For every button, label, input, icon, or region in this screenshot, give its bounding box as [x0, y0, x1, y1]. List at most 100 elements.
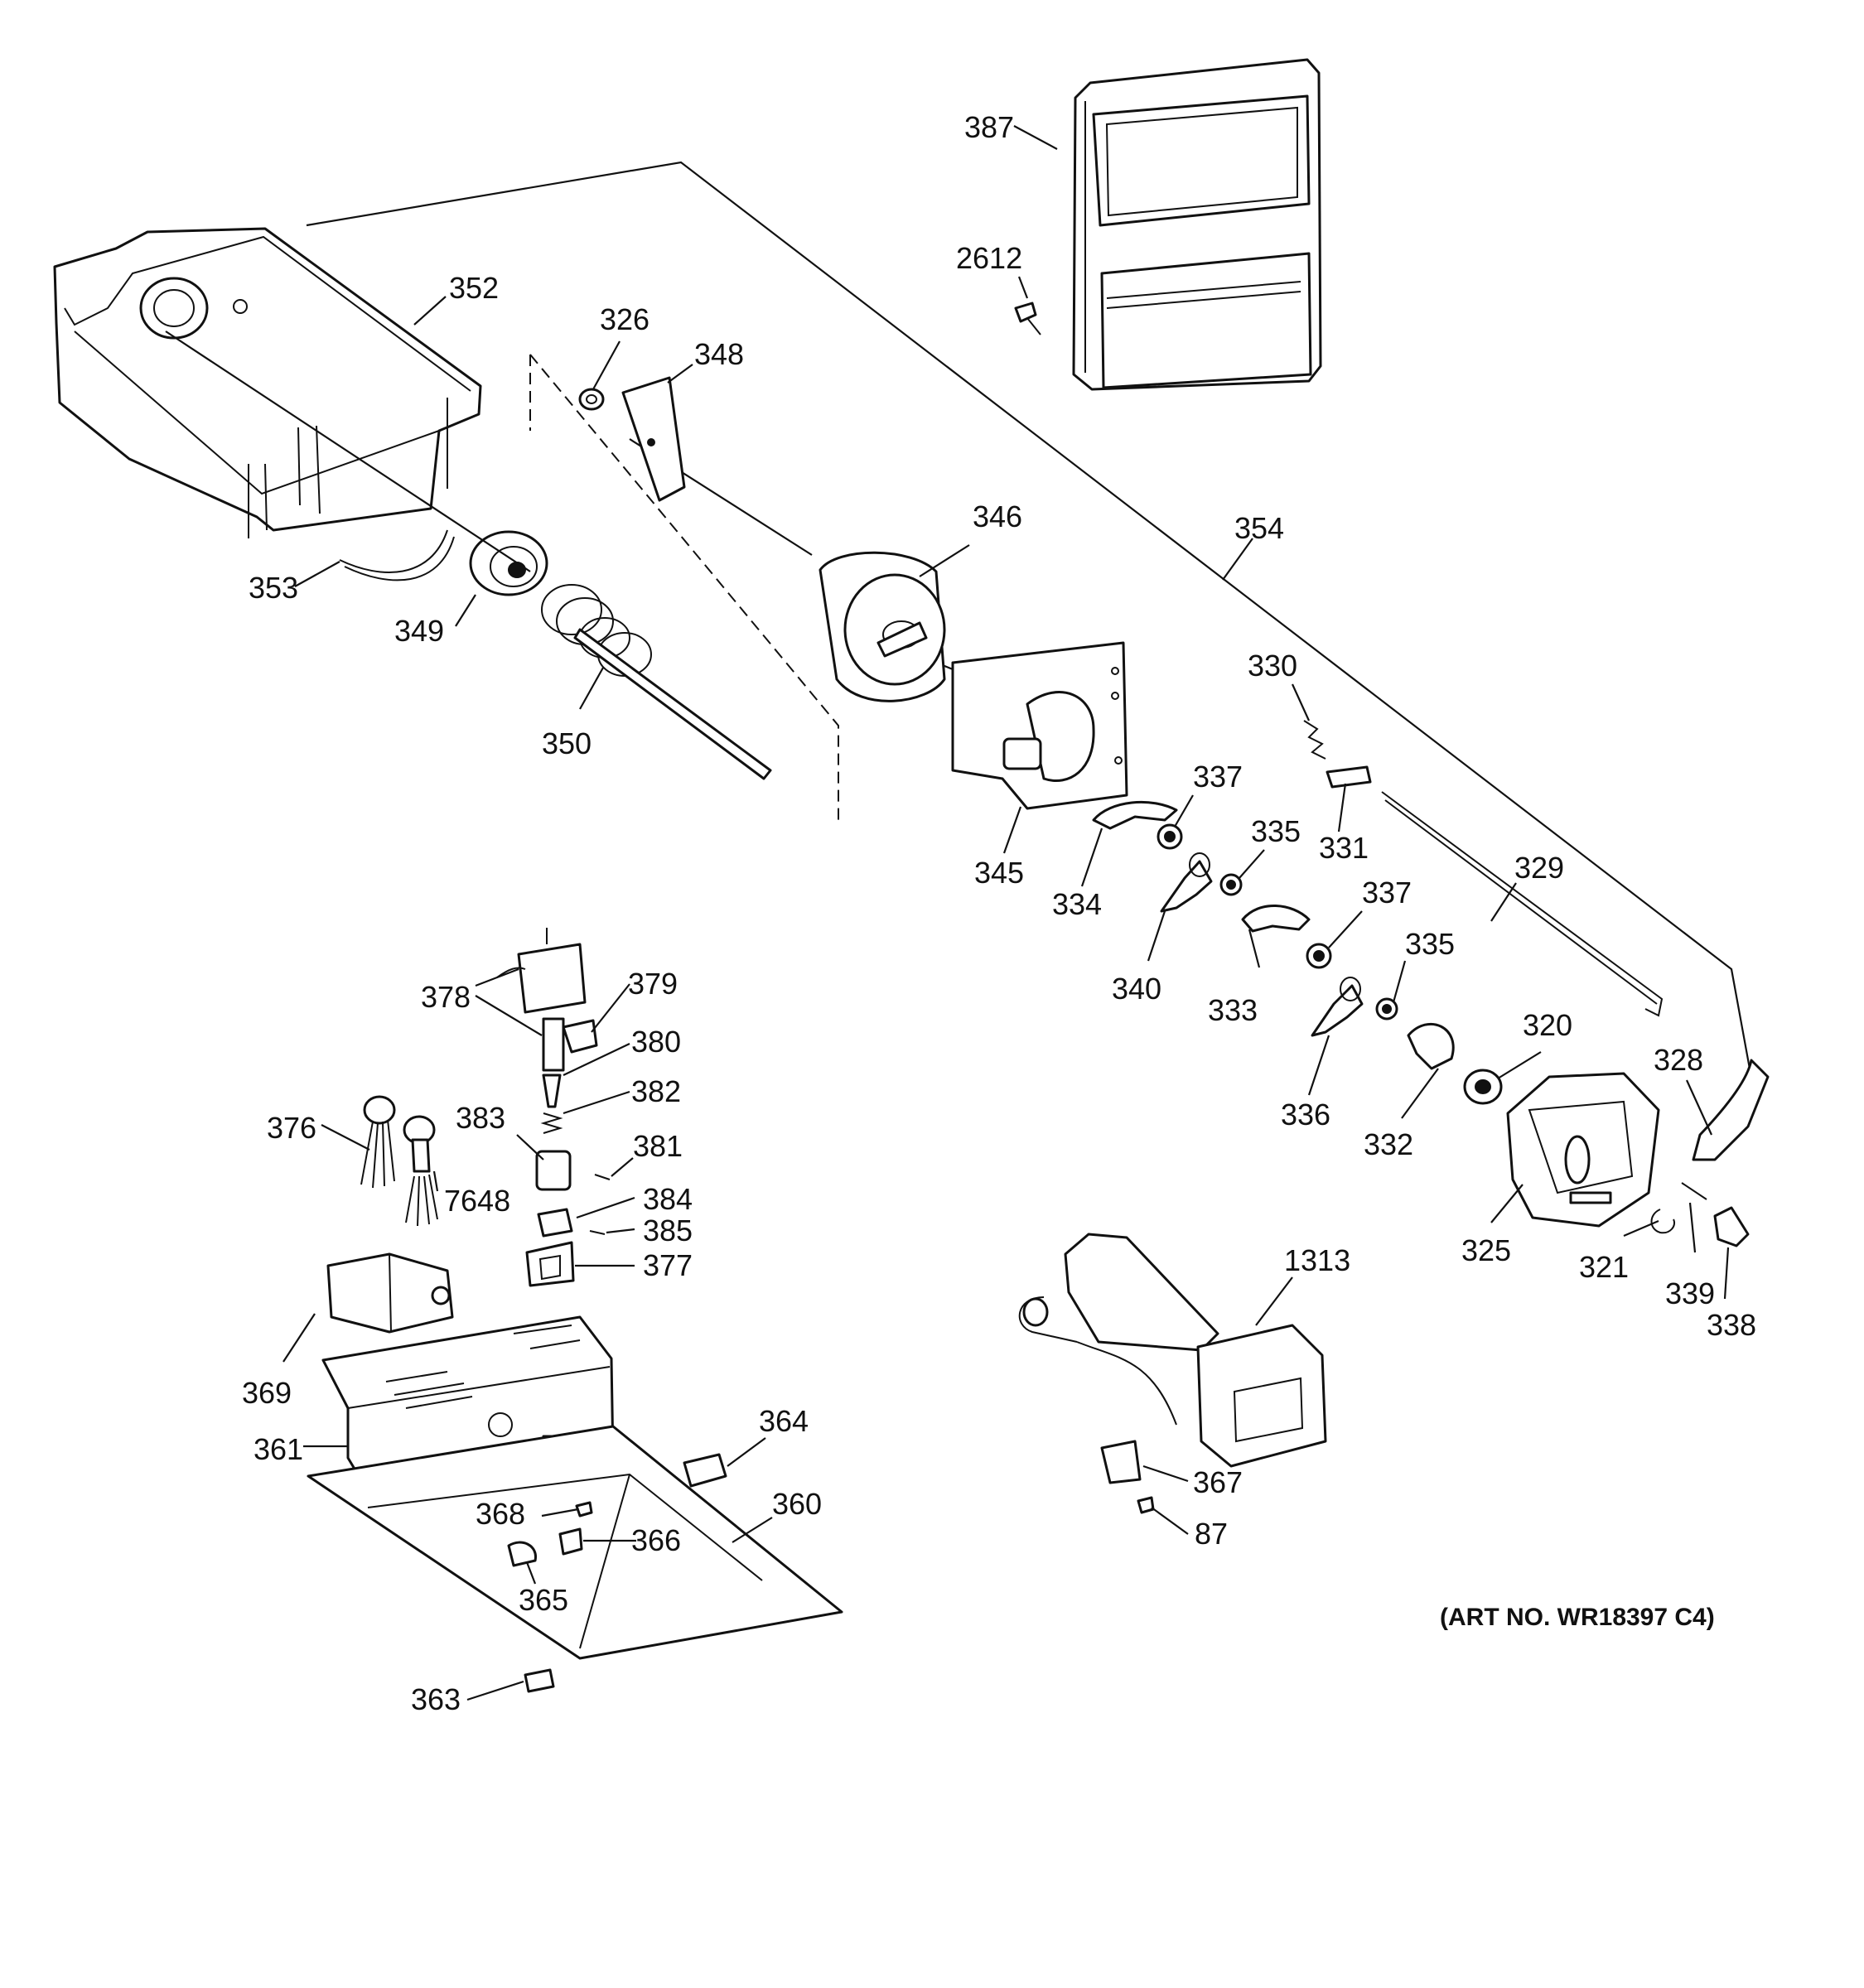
label-335-upper: 335	[1251, 814, 1301, 848]
part-337-gear-lower	[1306, 943, 1332, 969]
part-7648-wire-harness	[403, 1115, 438, 1227]
part-328-cover	[1692, 1059, 1770, 1161]
label-321: 321	[1579, 1250, 1629, 1284]
part-340-pawl	[1160, 852, 1213, 913]
part-87-screw	[1137, 1496, 1155, 1514]
label-87: 87	[1195, 1517, 1228, 1551]
label-350: 350	[542, 726, 592, 760]
label-340: 340	[1112, 972, 1161, 1006]
label-376: 376	[267, 1111, 316, 1145]
part-352-ice-bucket	[53, 227, 482, 538]
part-1313-icemaker	[1018, 1233, 1327, 1468]
part-labels: 387 2612 352 326 348 346 354 353 349 350…	[242, 110, 1756, 1716]
label-349: 349	[394, 614, 444, 648]
label-352: 352	[449, 271, 499, 305]
part-369-motor	[326, 1252, 454, 1334]
label-334: 334	[1052, 887, 1102, 921]
label-348: 348	[694, 337, 744, 371]
label-387: 387	[964, 110, 1014, 144]
part-332-cam	[1407, 1022, 1455, 1070]
part-383-spring-cup	[535, 1112, 572, 1191]
part-376-wire-harness	[360, 1095, 396, 1189]
auger-dashed-outline	[529, 354, 839, 820]
part-379-clip	[562, 1019, 598, 1054]
part-380-tube	[542, 1017, 565, 1072]
label-354: 354	[1234, 511, 1284, 545]
label-360: 360	[772, 1487, 822, 1521]
label-1313: 1313	[1284, 1243, 1350, 1277]
part-387-dispenser-cover	[1072, 58, 1322, 391]
part-365-clip	[507, 1541, 537, 1567]
label-364: 364	[759, 1404, 809, 1438]
label-369: 369	[242, 1376, 292, 1410]
label-326: 326	[600, 302, 650, 336]
label-328: 328	[1654, 1043, 1703, 1077]
part-337-gear-upper	[1157, 823, 1183, 850]
part-320-bearing	[1463, 1069, 1503, 1105]
part-363-switch	[524, 1668, 555, 1693]
leader-lines	[282, 125, 1730, 1701]
label-333: 333	[1208, 993, 1258, 1027]
part-368-screw	[575, 1501, 593, 1518]
part-378-solenoid	[496, 928, 587, 1014]
part-348-blade	[621, 376, 686, 502]
part-366-clip	[558, 1527, 583, 1556]
part-2612-screw	[1014, 302, 1041, 335]
label-331: 331	[1319, 831, 1369, 865]
part-364-thermostat	[683, 1453, 727, 1488]
label-336: 336	[1281, 1098, 1330, 1132]
part-325-motor-housing	[1506, 1072, 1660, 1228]
label-385: 385	[643, 1214, 693, 1247]
label-383: 383	[456, 1101, 505, 1135]
label-368: 368	[476, 1497, 525, 1531]
label-381: 381	[633, 1129, 683, 1163]
part-345-mounting-plate	[951, 641, 1128, 810]
label-332: 332	[1364, 1127, 1413, 1161]
part-381-pin	[594, 1174, 611, 1180]
label-365: 365	[519, 1583, 568, 1617]
label-382: 382	[631, 1074, 681, 1108]
part-385-pin	[589, 1230, 606, 1235]
label-384: 384	[643, 1182, 693, 1216]
label-337-upper: 337	[1193, 760, 1243, 794]
label-353: 353	[249, 571, 298, 605]
part-334-cam	[1092, 800, 1178, 830]
label-366: 366	[631, 1523, 681, 1557]
label-345: 345	[974, 856, 1024, 890]
label-337-lower: 337	[1362, 876, 1412, 910]
label-2612: 2612	[956, 241, 1022, 275]
part-384-body	[537, 1208, 573, 1238]
art-number: (ART NO. WR18397 C4)	[1440, 1604, 1715, 1631]
part-350-auger-coil	[541, 584, 772, 780]
label-339: 339	[1665, 1276, 1715, 1310]
part-346-housing	[819, 551, 946, 702]
label-377: 377	[643, 1248, 693, 1282]
part-377-bracket	[525, 1241, 575, 1287]
part-331-bracket	[1326, 765, 1372, 789]
part-339-pin	[1681, 1182, 1707, 1200]
part-353-wire	[339, 529, 455, 581]
part-321-clip	[1650, 1209, 1675, 1234]
label-325: 325	[1461, 1233, 1511, 1267]
part-338-bracket	[1713, 1206, 1750, 1247]
part-329-rod	[1381, 791, 1664, 1017]
part-335-washer-lower	[1375, 997, 1398, 1021]
part-335-washer-upper	[1219, 873, 1243, 896]
label-7648: 7648	[444, 1184, 510, 1218]
assembly-axis-line	[165, 331, 1111, 771]
label-378: 378	[421, 980, 471, 1014]
label-346: 346	[973, 499, 1022, 533]
part-367-bracket	[1100, 1440, 1142, 1484]
label-361: 361	[254, 1432, 303, 1466]
label-329: 329	[1514, 851, 1564, 885]
label-379: 379	[628, 967, 678, 1001]
label-367: 367	[1193, 1465, 1243, 1499]
part-330-spring	[1303, 720, 1326, 760]
label-338: 338	[1707, 1308, 1756, 1342]
part-326-washer	[578, 388, 605, 411]
label-363: 363	[411, 1682, 461, 1716]
part-336-pawl	[1311, 977, 1364, 1037]
part-333-cam	[1241, 905, 1311, 933]
